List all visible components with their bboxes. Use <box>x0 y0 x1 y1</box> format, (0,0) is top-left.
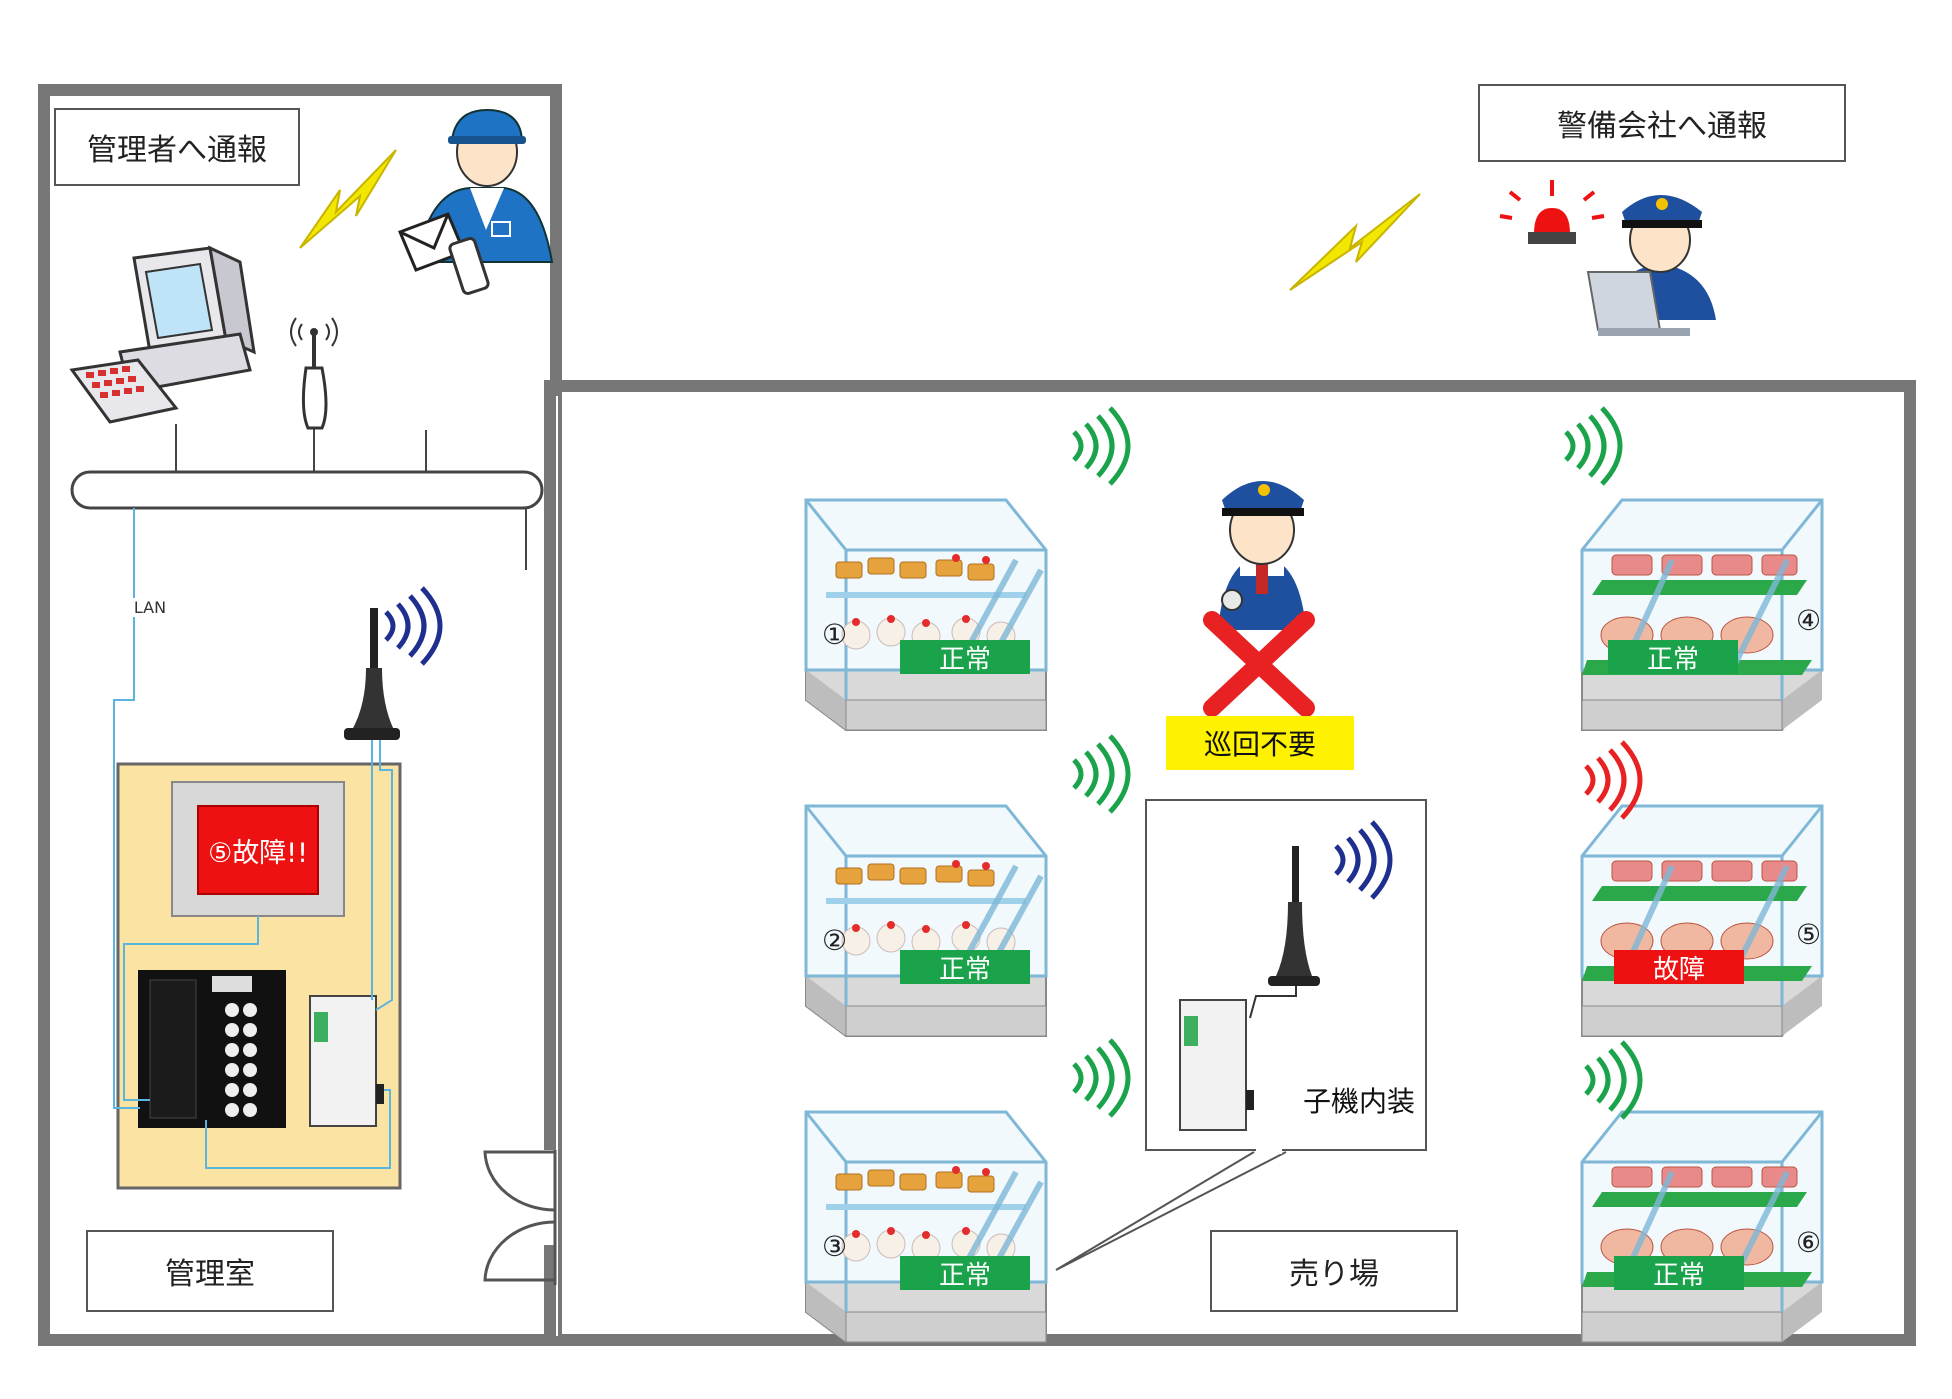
building-walls <box>38 84 1916 1346</box>
lan-label: LAN <box>120 598 180 617</box>
wave-icon <box>1074 736 1128 812</box>
laptop-icon <box>1586 271 1690 336</box>
case-number: ⑤ <box>1796 918 1822 951</box>
wireless-module-icon <box>309 995 384 1127</box>
case-status-badge: 正常 <box>1614 1256 1744 1291</box>
case-number: ③ <box>822 1230 848 1263</box>
wave-icon <box>1566 408 1620 484</box>
case-status-badge: 正常 <box>900 640 1030 675</box>
plc-icon <box>138 970 286 1128</box>
case-status-badge: 正常 <box>900 1256 1030 1291</box>
child-unit-callout <box>1055 799 1427 1271</box>
case-status-badge: 正常 <box>1608 640 1738 675</box>
lightning-icon <box>1289 193 1421 291</box>
wave-icon <box>1586 742 1640 818</box>
notify-security-label: 警備会社へ通報 <box>1478 84 1846 162</box>
case-status-badge: 故障 <box>1614 950 1744 985</box>
computer-icon <box>69 245 256 424</box>
siren-icon <box>1499 180 1605 244</box>
wifi-router-icon <box>290 317 338 430</box>
notify-manager-label: 管理者へ通報 <box>54 108 300 186</box>
control-panel <box>113 508 402 1190</box>
guard-icon <box>1218 481 1306 630</box>
wave-icon <box>1074 1040 1128 1116</box>
antenna-icon <box>344 608 400 740</box>
case-status-badge: 正常 <box>900 950 1030 985</box>
display-case <box>806 1112 1046 1342</box>
lightning-icon <box>299 149 397 249</box>
case-number: ① <box>822 618 848 651</box>
antenna-icon <box>1268 846 1320 986</box>
case-number: ② <box>822 924 848 957</box>
display-case <box>1582 500 1822 730</box>
child-unit-label: 子機内装 <box>1302 1085 1415 1118</box>
display-case <box>1582 806 1822 1036</box>
wave-icon <box>386 588 440 664</box>
patrol-unneeded-badge: 巡回不要 <box>1166 716 1354 770</box>
door-icon <box>483 1150 557 1285</box>
case-number: ⑥ <box>1796 1226 1822 1259</box>
sales-floor-label: 売り場 <box>1210 1230 1458 1312</box>
wave-icon <box>1586 1042 1640 1118</box>
lan-bus <box>70 424 544 570</box>
panel-alert-text: ⑤故障!! <box>208 837 308 869</box>
display-case <box>1582 1112 1822 1342</box>
case-number: ④ <box>1796 604 1822 637</box>
wireless-module-icon <box>1179 999 1254 1131</box>
display-case <box>806 806 1046 1036</box>
display-case <box>806 500 1046 730</box>
management-room-label: 管理室 <box>86 1230 334 1312</box>
smartphone-icon <box>448 237 490 295</box>
cross-icon <box>1203 611 1315 717</box>
wave-icon <box>1074 408 1128 484</box>
